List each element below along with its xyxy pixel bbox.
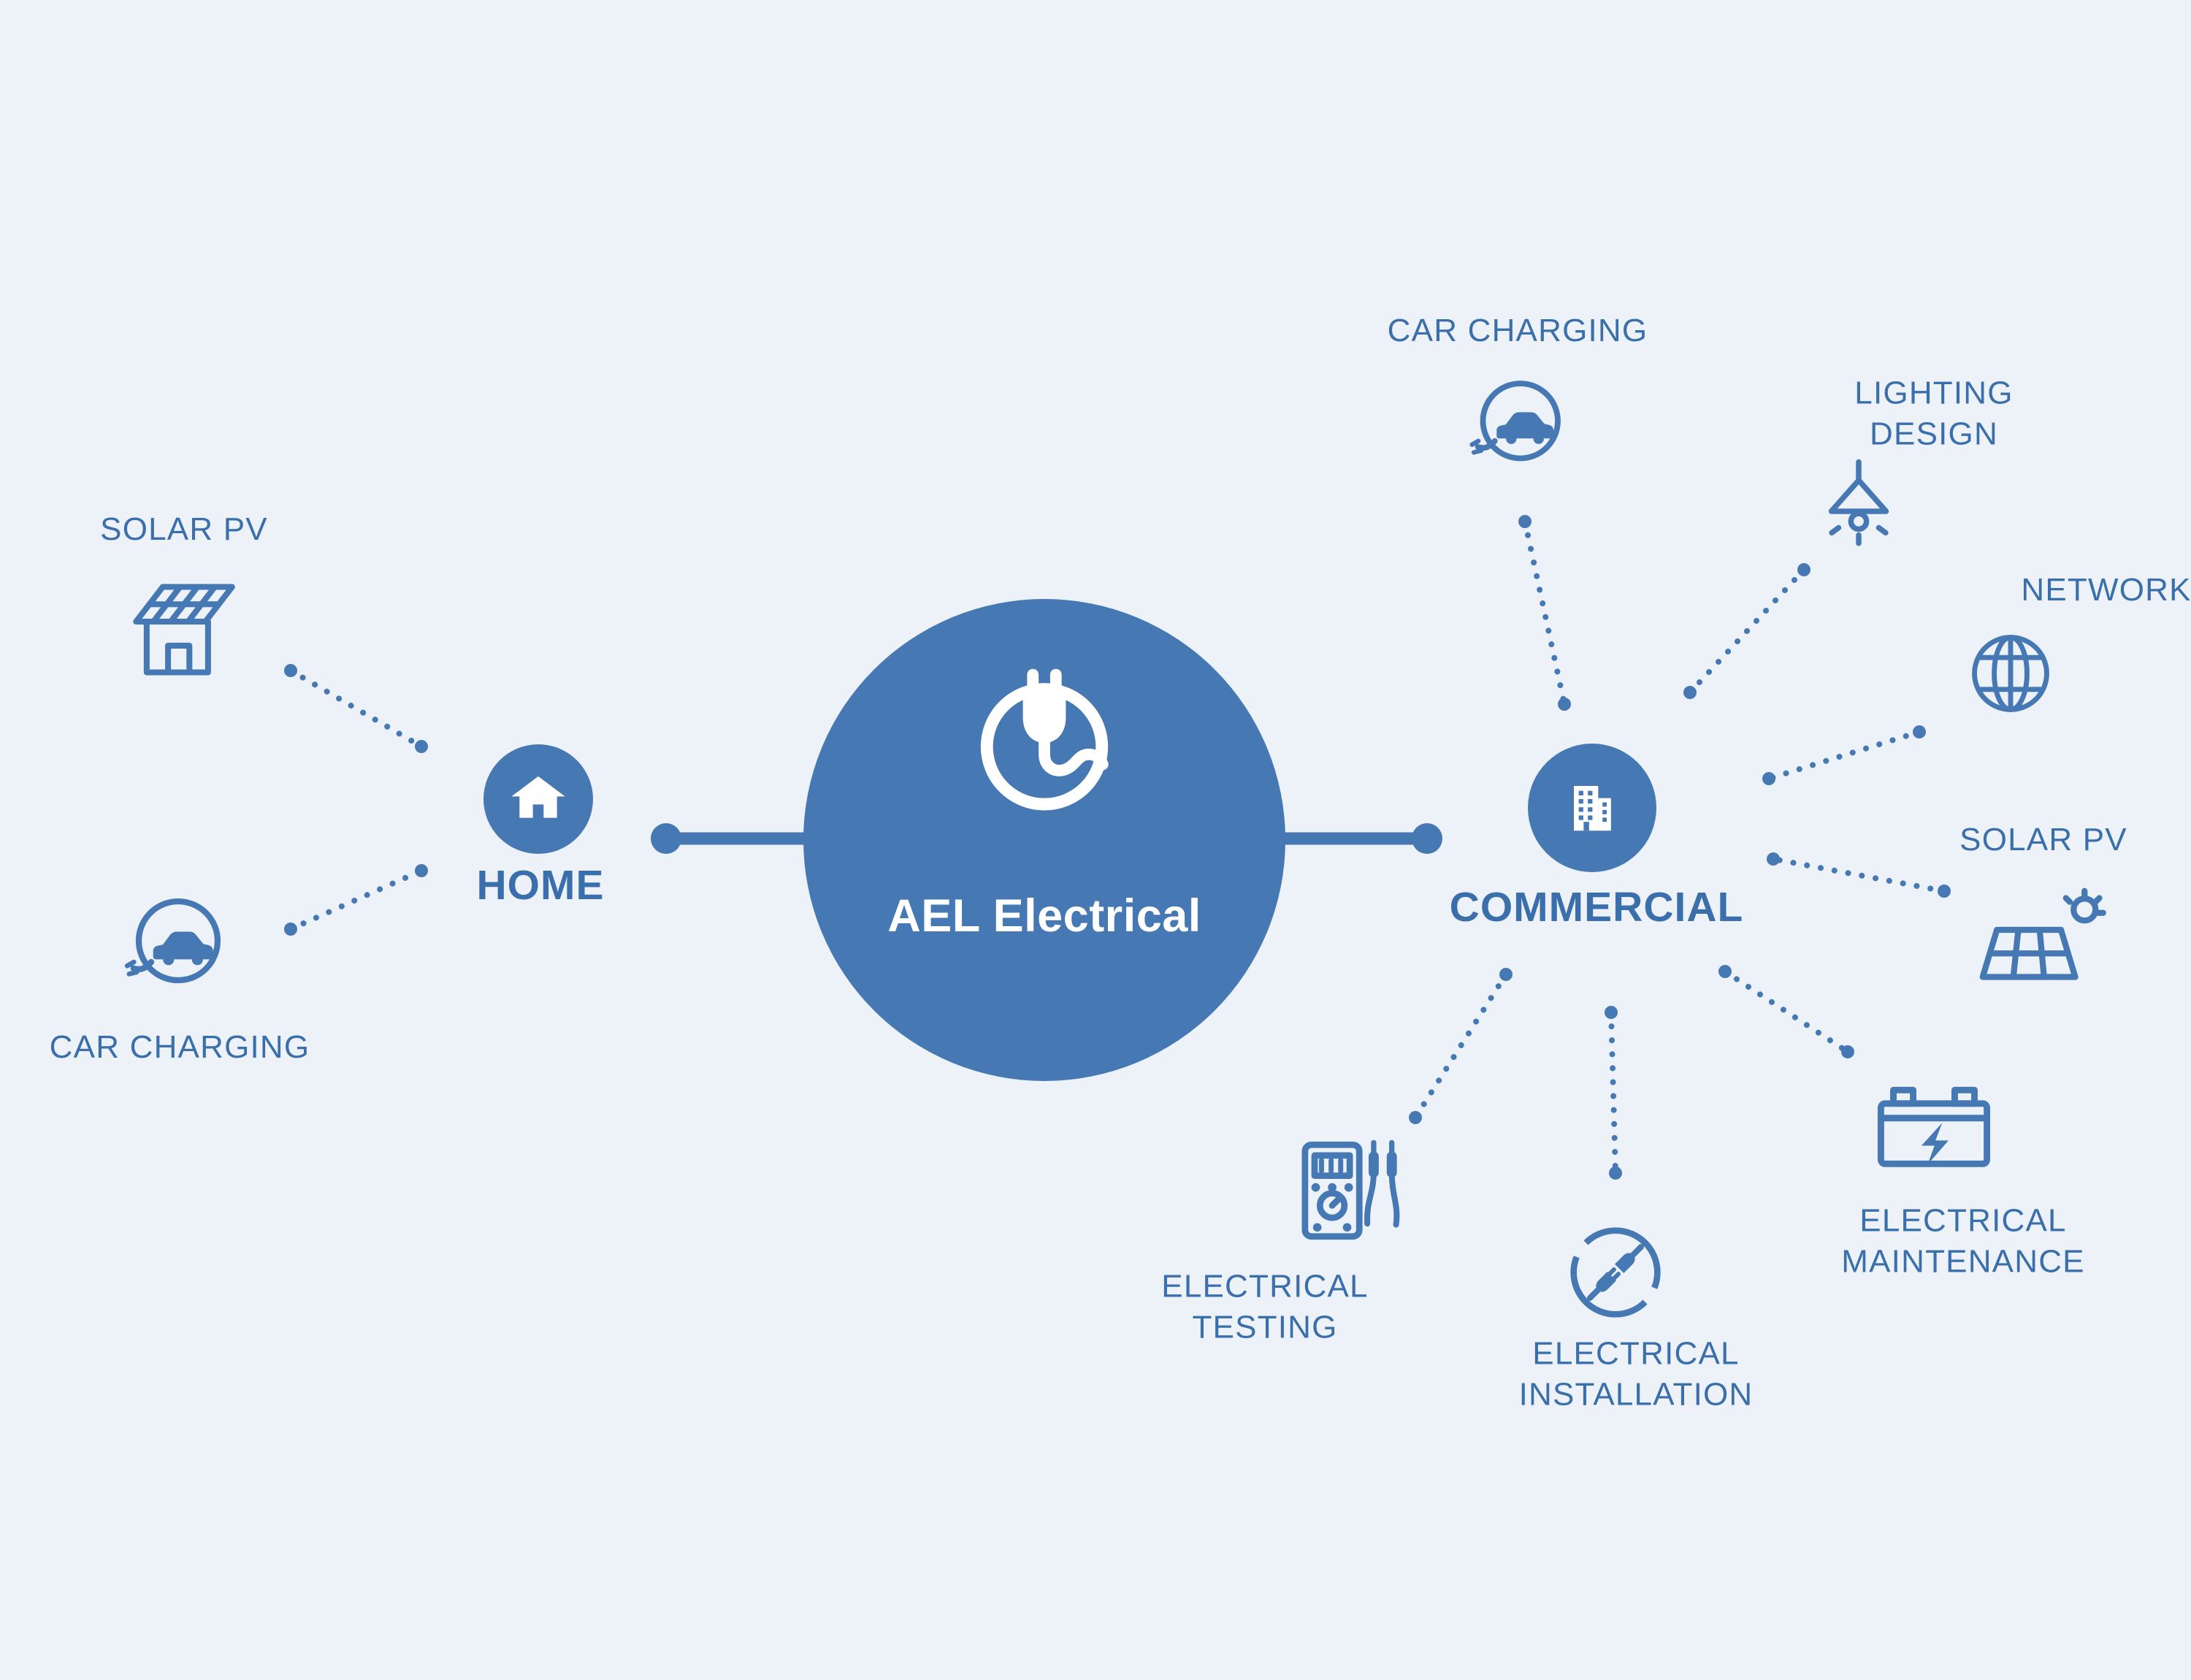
commercial-label: COMMERCIAL [1449, 884, 1744, 931]
satellite-label-car-charging-home: CAR CHARGING [49, 1028, 310, 1065]
satellite-label-lighting-design: LIGHTING DESIGN [1854, 375, 2014, 452]
battery-icon [1867, 1068, 2002, 1183]
power-plug-icon [952, 650, 1136, 834]
car-charging-icon [1463, 369, 1572, 478]
multimeter-icon [1282, 1127, 1410, 1255]
globe-icon [1960, 623, 2061, 724]
home-node [483, 744, 593, 854]
satellite-label-electrical-installation: ELECTRICAL INSTALLATION [1518, 1335, 1754, 1413]
solar-panel-icon [1968, 886, 2111, 996]
home-label: HOME [476, 862, 605, 909]
satellite-label-electrical-maintenance: ELECTRICAL MAINTENANCE [1841, 1202, 2085, 1280]
home-icon [506, 767, 570, 831]
building-icon [1556, 771, 1629, 844]
satellite-label-electrical-testing: ELECTRICAL TESTING [1161, 1268, 1369, 1345]
satellite-label-network: NETWORK [2021, 571, 2191, 608]
satellite-label-car-charging-commercial: CAR CHARGING [1387, 312, 1648, 348]
satellite-label-solar-pv-commercial: SOLAR PV [1959, 821, 2127, 858]
pendant-lamp-icon [1804, 449, 1913, 559]
center-title: AEL Electrical [887, 890, 1201, 942]
car-charging-icon [118, 886, 233, 1001]
satellite-label-solar-pv-home: SOLAR PV [100, 511, 268, 547]
solar-house-icon [115, 571, 253, 689]
center-node: AEL Electrical [803, 599, 1285, 1081]
commercial-node [1528, 744, 1656, 872]
plug-connection-icon [1557, 1214, 1674, 1331]
